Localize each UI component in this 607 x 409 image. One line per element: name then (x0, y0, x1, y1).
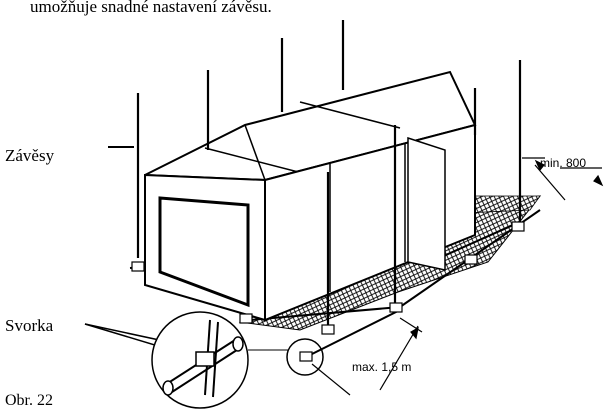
rail-clamps (131, 221, 525, 362)
min-dimension-label: min. 800 (540, 156, 586, 170)
clamp-detail-circle (151, 311, 249, 409)
figure-caption: Obr. 22 (5, 392, 53, 409)
top-text: umožňuje snadné nastavení závěsu. (30, 0, 272, 16)
clamp-highlight-circle (286, 338, 324, 376)
hanger-rods (136, 20, 522, 330)
hangers-label: Závěsy (5, 146, 55, 165)
clamp-label: Svorka (5, 316, 54, 335)
max-dimension-line (311, 317, 423, 396)
max-dimension-label: max. 1,5 m (352, 360, 411, 374)
min-dimension-line (522, 157, 604, 201)
air-handling-unit (144, 70, 477, 322)
